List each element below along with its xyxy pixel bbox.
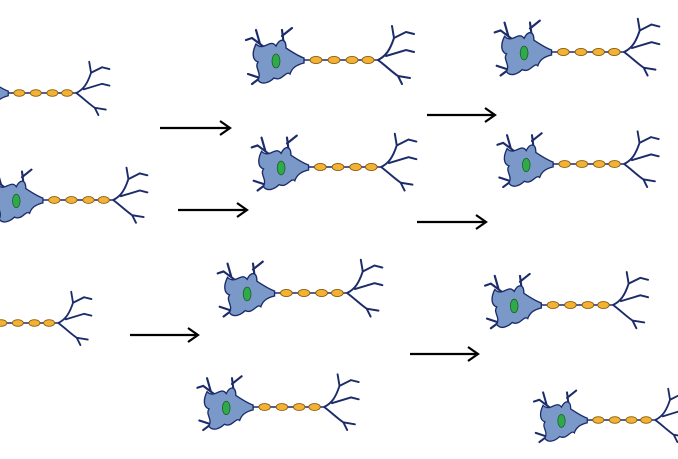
myelin-sheath [574,48,588,56]
axon-terminal [57,290,93,347]
axon-terminal [623,17,661,77]
myelin-sheath [82,196,95,204]
myelin-sheath [592,416,605,424]
myelin-sheath [327,55,341,65]
myelin-sheath [558,160,571,168]
myelin-sheath [546,301,560,309]
myelin-sheath [593,160,606,168]
nucleus [522,157,531,173]
nucleus [12,193,21,208]
right-arrow-icon [417,214,488,230]
neuron-icon [0,166,149,224]
neuron-icon [493,17,661,77]
right-arrow-icon [427,107,497,123]
axon-terminal [346,258,384,318]
neuron-icon [244,25,415,86]
myelin-sheath [361,55,375,65]
nucleus [509,298,519,314]
myelin-sheath [13,89,26,97]
myelin-sheath [608,416,621,424]
right-arrow-icon [160,120,232,136]
nucleus [242,286,252,302]
myelin-sheath [597,301,610,309]
neuron-icon [484,271,650,330]
axon-terminal [112,166,149,224]
myelin-sheath [279,289,293,297]
myelin-sheath [607,48,621,56]
myelin-sheath [65,196,78,204]
nucleus [271,53,281,69]
neuron-icon [216,258,384,318]
neuron-icon [496,130,660,189]
myelin-sheath [330,289,344,297]
myelin-sheath [564,301,577,309]
myelin-sheath [315,289,328,297]
myelin-sheath [575,160,589,168]
soma [0,180,44,223]
myelin-sheath [592,48,605,56]
myelin-sheath [43,319,56,327]
neuron-icon [196,373,360,432]
right-arrow-icon [410,346,480,362]
myelin-sheath [293,403,306,411]
myelin-sheath [331,163,345,171]
right-arrow-icon [178,202,249,218]
myelin-sheath [309,55,323,65]
right-arrow-icon [130,327,200,343]
myelin-sheath [313,163,327,171]
myelin-sheath [364,163,378,171]
neuron-icon [250,132,418,192]
myelin-sheath [275,403,289,411]
myelin-sheath [46,89,59,97]
myelin-sheath [11,319,24,327]
neuron-icon [0,60,111,117]
axon-terminal [612,271,650,330]
axon-terminal [323,373,360,432]
neuron-icon [0,290,93,347]
myelin-sheath [308,403,321,411]
axon-terminal [75,60,111,117]
nucleus [557,414,566,428]
soma [0,86,9,101]
myelin-sheath [608,160,621,168]
nucleus [222,400,231,416]
nucleus [519,45,529,61]
axon-terminal [380,132,418,192]
myelin-sheath [29,89,42,97]
myelin-sheath [349,163,362,171]
myelin-sheath [258,403,271,411]
axon-terminal [654,387,678,444]
myelin-sheath [0,319,8,327]
myelin-sheath [345,55,359,65]
nucleus [276,160,286,176]
myelin-sheath [61,89,74,97]
myelin-sheath [640,416,653,424]
myelin-sheath [581,301,595,309]
axon-terminal [623,130,660,189]
myelin-sheath [97,196,110,204]
myelin-sheath [625,416,638,424]
myelin-sheath [28,319,41,327]
neuron-icon [532,387,678,444]
myelin-sheath [556,48,570,56]
myelin-sheath [297,289,311,297]
axon-terminal [377,25,415,85]
myelin-sheath [48,196,61,204]
